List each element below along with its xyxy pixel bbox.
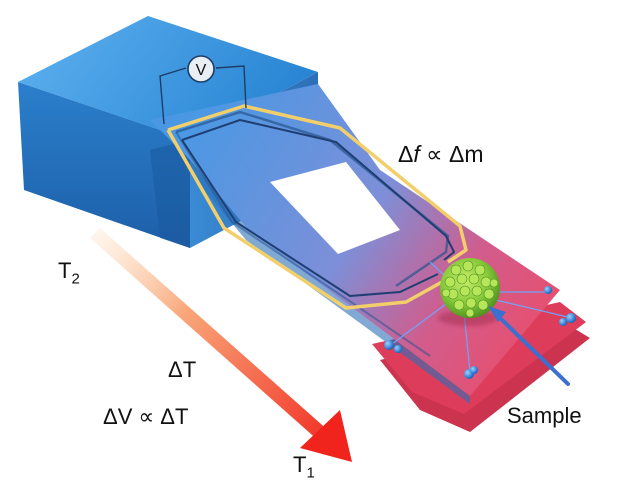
cantilever-window (270, 162, 400, 254)
cantilever (150, 84, 590, 432)
electrode-dot (544, 286, 552, 294)
sample-particle (438, 258, 500, 326)
electrode-dot (384, 340, 394, 350)
frequency-mass-label: Δf ∝ Δm (398, 141, 484, 167)
electrode-dot (470, 366, 478, 374)
voltmeter-circle (187, 55, 215, 83)
gold-trace-outer (167, 104, 468, 264)
inner-frame-2 (175, 131, 431, 357)
voltmeter-wire-left (159, 67, 187, 125)
sample-pointer-arrow (488, 306, 570, 386)
delta-t-label: ΔT (168, 357, 197, 382)
gradient-arrow-shaft (90, 228, 330, 442)
dark-trace (181, 119, 455, 261)
electrode-dot (559, 318, 567, 326)
gold-traces (166, 104, 468, 310)
cantilever-edge (186, 160, 470, 404)
base-notch (150, 140, 190, 248)
temperature-gradient-arrow (90, 228, 352, 462)
gradient-arrow-head (300, 410, 352, 462)
sample-label: Sample (507, 403, 582, 428)
dark-trace-2 (181, 139, 439, 297)
voltmeter-label: V (196, 62, 207, 79)
electrode-dot (394, 345, 402, 353)
temperature-t2-label: T2 (58, 258, 80, 288)
gold-trace-inner (166, 129, 443, 310)
voltage-temperature-label: ΔV ∝ ΔT (103, 404, 189, 429)
voltmeter-circuit: V (159, 55, 247, 125)
electrode-dot (566, 313, 576, 323)
base-front-face (18, 82, 190, 248)
temperature-t1-label: T1 (293, 452, 315, 482)
voltmeter-wire-right (215, 65, 247, 109)
